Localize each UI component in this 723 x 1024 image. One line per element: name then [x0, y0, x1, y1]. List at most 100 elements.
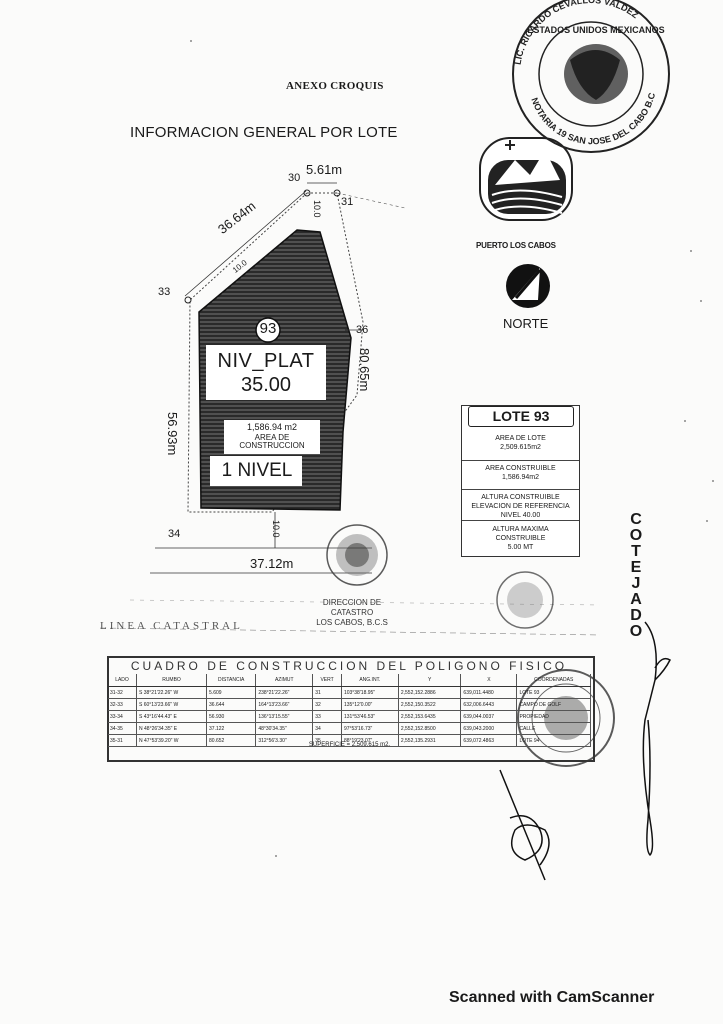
col-header: DISTANCIA: [206, 674, 257, 687]
table-cell: 33-34: [108, 710, 138, 723]
table-cell: 639,072.4863: [460, 734, 518, 747]
cotejado-letter: O: [629, 527, 643, 544]
catastro-stamp-line3: LOS CABOS, B.C.S: [316, 618, 388, 627]
col-header: VERT: [312, 674, 342, 687]
table-cell: 639,011.4480: [460, 686, 518, 699]
vertex-34: 34: [168, 528, 181, 540]
construction-area-label1: AREA DE: [254, 433, 290, 442]
table-cell: 33: [312, 710, 342, 723]
platform-level-value: 35.00: [240, 374, 292, 396]
table-cell: 34-35: [108, 722, 138, 735]
construction-table-title: CUADRO DE CONSTRUCCION DEL POLIGONO FISI…: [130, 659, 568, 673]
table-cell: S 43°16'44.43" E: [136, 710, 208, 723]
table-cell: 37.122: [206, 722, 257, 735]
table-cell: N 47°53'39.20" W: [136, 734, 208, 747]
buildable-height-cell: ALTURA CONSTRUIBLE ELEVACION DE REFERENC…: [462, 489, 579, 525]
table-cell: 2,552,152.2886: [398, 686, 462, 699]
puerto-los-cabos-logo: [479, 137, 573, 221]
table-cell: 238°21'22.26": [255, 686, 314, 699]
brand-name: PUERTO LOS CABOS: [476, 241, 556, 250]
catastro-seal: [326, 524, 388, 586]
cadastral-line-label: LINEA CATASTRAL: [100, 620, 243, 632]
levels-label: 1 NIVEL: [221, 460, 293, 481]
buildable-height-label1: ALTURA CONSTRUIBLE: [481, 494, 560, 501]
max-height-label1: ALTURA MAXIMA: [492, 526, 549, 533]
table-cell: S 38°21'22.26" W: [136, 686, 208, 699]
catastro-seal-2: [496, 571, 554, 629]
buildable-height-value: NIVEL 40.00: [500, 512, 541, 519]
table-cell: 31-32: [108, 686, 138, 699]
col-header: X: [460, 674, 518, 687]
total-area: SUPERFICIE = 2,509.615 m2.: [308, 742, 391, 748]
table-cell: 639,044.0037: [460, 710, 518, 723]
dim-bottom: 37.12m: [250, 556, 294, 571]
table-cell: 34: [312, 722, 342, 735]
table-cell: 2,552,150.3522: [398, 698, 462, 711]
max-height-value: 5.00 MT: [507, 544, 534, 551]
svg-text:NOTARIA 19 SAN JOSE DEL CABO B: NOTARIA 19 SAN JOSE DEL CABO B.C.S.: [0, 0, 657, 146]
table-cell: 48°30'34.35": [255, 722, 314, 735]
table-cell: CALLE: [516, 722, 591, 735]
table-cell: 36.644: [206, 698, 257, 711]
table-cell: PROPIEDAD: [516, 710, 591, 723]
setback-bottom: 10.0: [271, 520, 281, 538]
cotejado-letter: D: [630, 607, 642, 624]
table-cell: 164°13'23.66": [255, 698, 314, 711]
table-row: 35-31 N 47°53'39.20" W 80.652 312°56'3.3…: [108, 734, 591, 747]
construction-table: LADO RUMBO DISTANCIA AZIMUT VERT ANG.INT…: [108, 674, 591, 747]
cotejado-letter: O: [629, 623, 643, 640]
catastro-stamp-line2: CATASTRO: [330, 608, 374, 617]
table-row: 33-34 S 43°16'44.43" E 56.930 136°13'15.…: [108, 710, 591, 723]
table-cell: 97°53'16.73": [341, 722, 399, 735]
table-row: 34-35 N 48°26'34.35" E 37.122 48°30'34.3…: [108, 722, 591, 735]
lot-number: 93: [259, 320, 277, 337]
buildable-area-cell: AREA CONSTRUIBLE 1,586.94m2: [462, 460, 579, 492]
cotejado-letter: T: [631, 543, 641, 560]
cotejado-stamp: C O T E J A D O: [628, 512, 644, 640]
table-row: 32-33 S 60°13'23.66" W 36.644 164°13'23.…: [108, 698, 591, 711]
table-cell: 88°19'23.07": [341, 734, 399, 747]
north-label: NORTE: [503, 316, 549, 331]
cotejado-letter: A: [630, 591, 642, 608]
table-cell: 35-31: [108, 734, 138, 747]
table-cell: 312°56'3.30": [255, 734, 314, 747]
table-cell: 56.930: [206, 710, 257, 723]
annex-title: ANEXO CROQUIS: [286, 80, 384, 92]
vertex-33: 33: [158, 286, 171, 298]
table-cell: 2,552,152.8500: [398, 722, 462, 735]
table-cell: 32: [312, 698, 342, 711]
dim-left: 56.93m: [165, 412, 180, 456]
notary-country: ESTADOS UNIDOS MEXICANOS: [527, 25, 664, 35]
dim-top: 5.61m: [306, 162, 343, 177]
table-cell: LOTE 94: [516, 734, 591, 747]
platform-level-label: NIV_PLAT: [217, 350, 315, 372]
cotejado-letter: J: [631, 575, 641, 592]
lot-info-title: LOTE 93: [468, 406, 574, 427]
vertex-36: 36: [356, 324, 369, 336]
lot-boundary: [187, 192, 364, 513]
table-row: 31-32 S 38°21'22.26" W 5.609 238°21'22.2…: [108, 686, 591, 699]
table-cell: CAMPO DE GOLF: [516, 698, 591, 711]
table-cell: 31: [312, 686, 342, 699]
max-height-label2: CONSTRUIBLE: [495, 535, 546, 542]
table-cell: 131°53'46.53": [341, 710, 399, 723]
table-header-row: LADO RUMBO DISTANCIA AZIMUT VERT ANG.INT…: [108, 674, 591, 687]
notary-location: NOTARIA 19 SAN JOSE DEL CABO B.C.S.: [0, 0, 657, 146]
buildable-area-value: 1,586.94m2: [502, 474, 539, 481]
col-header: RUMBO: [136, 674, 208, 687]
buildable-area-label: AREA CONSTRUIBLE: [485, 465, 556, 472]
table-cell: LOTE 93: [516, 686, 591, 699]
scanner-watermark: Scanned with CamScanner: [449, 989, 655, 1006]
table-cell: 632,006.6443: [460, 698, 518, 711]
col-header: Y: [398, 674, 462, 687]
col-header: LADO: [108, 674, 138, 687]
table-cell: S 60°13'23.66" W: [136, 698, 208, 711]
col-header: COORDENADAS: [516, 674, 591, 687]
catastro-stamp-line1: DIRECCION DE: [322, 598, 382, 607]
lot-area-value: 2,509.615m2: [500, 444, 541, 451]
construction-area-label2: CONSTRUCCION: [239, 441, 305, 450]
table-cell: 639,043.2000: [460, 722, 518, 735]
table-cell: 32-33: [108, 698, 138, 711]
north-arrow-icon: [506, 264, 550, 308]
signature-mark: [499, 769, 550, 881]
